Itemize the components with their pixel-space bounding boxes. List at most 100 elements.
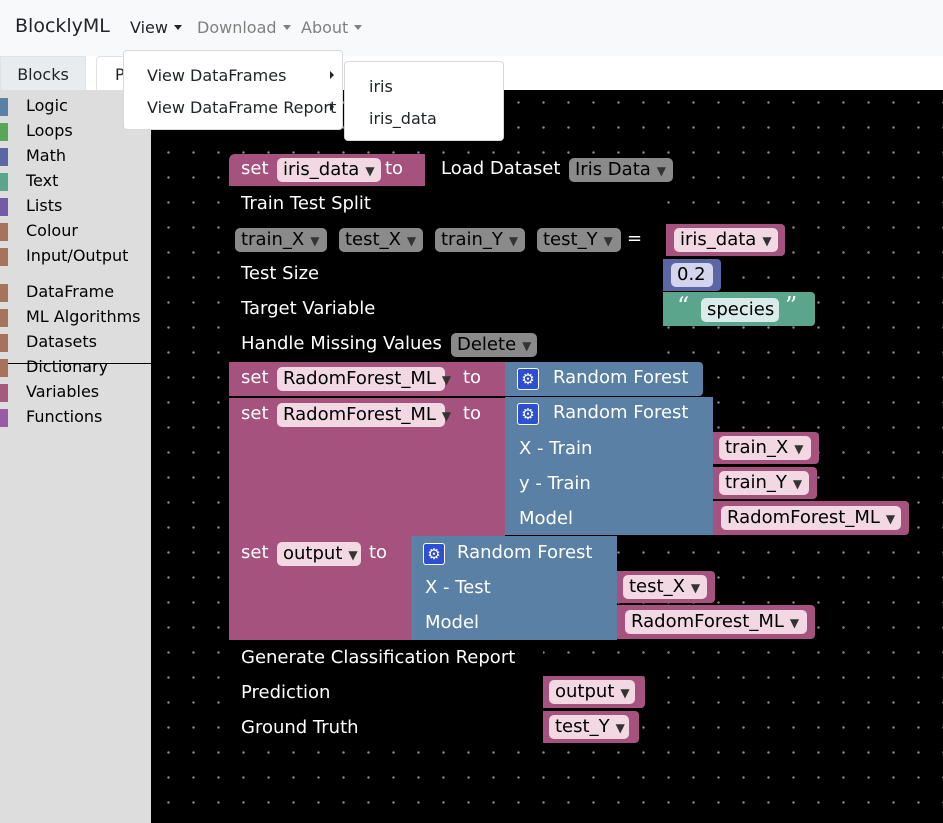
load-dataset-label: Load Dataset: [441, 158, 561, 179]
dataset-dropdown[interactable]: Iris Data▼: [569, 158, 673, 182]
random-forest-block-1[interactable]: ⚙ Random Forest: [505, 362, 703, 396]
tab-blocks[interactable]: Blocks: [0, 56, 86, 90]
var-name: test_X: [345, 229, 401, 250]
test-y-variable-block[interactable]: test_Y▼: [543, 711, 639, 743]
missing-values-dropdown[interactable]: Delete▼: [451, 333, 537, 357]
category-swatch: [0, 173, 8, 191]
toolbox-category-input-output[interactable]: Input/Output: [0, 246, 151, 268]
toolbox-category-datasets[interactable]: Datasets: [0, 332, 151, 354]
toolbox-category-logic[interactable]: Logic: [0, 96, 151, 118]
tts-title: Train Test Split: [241, 193, 371, 214]
dropdown-arrow-icon: ▼: [603, 234, 613, 248]
random-forest-predict-block[interactable]: ⚙ Random Forest X - Test Model: [411, 536, 617, 640]
variable-dropdown[interactable]: RadomForest_ML▼: [277, 367, 451, 391]
gear-icon[interactable]: ⚙: [517, 403, 539, 425]
iris-data-variable-block[interactable]: iris_data▼: [666, 224, 785, 256]
toolbox-category-colour[interactable]: Colour: [0, 221, 151, 243]
set-output-block[interactable]: set output▼ to: [229, 536, 411, 640]
model-label: Model: [425, 612, 480, 633]
text-field[interactable]: species: [701, 298, 779, 322]
variable-name: RadomForest_ML: [283, 404, 436, 425]
to-keyword: to: [463, 403, 482, 424]
target-text-block[interactable]: “ species ”: [663, 292, 815, 326]
test-x-variable-block[interactable]: test_X▼: [617, 571, 715, 603]
number-field[interactable]: 0.2: [671, 263, 713, 287]
load-dataset-block[interactable]: Load Dataset Iris Data▼: [425, 154, 679, 186]
toolbox-category-dataframe[interactable]: DataFrame: [0, 282, 151, 304]
gear-icon[interactable]: ⚙: [423, 543, 445, 565]
train-test-split-block[interactable]: Train Test Split train_X▼ test_X ▼ train_…: [229, 186, 666, 360]
variable-dropdown[interactable]: test_X▼: [623, 575, 707, 599]
random-forest-train-block[interactable]: ⚙ Random Forest X - Train y - Train Mode…: [505, 397, 713, 535]
x-test-label: X - Test: [425, 577, 491, 598]
model-variable-block[interactable]: RadomForest_ML▼: [713, 501, 909, 535]
train-x-variable-block[interactable]: train_X▼: [713, 432, 819, 464]
toolbox-category-functions[interactable]: Functions: [0, 407, 151, 429]
test-x-dropdown[interactable]: test_X ▼: [339, 228, 423, 252]
navbar: BlocklyML View Download About: [0, 0, 943, 56]
toolbox-category-ml-algorithms[interactable]: ML Algorithms: [0, 307, 151, 329]
handle-missing-label: Handle Missing Values: [241, 333, 442, 354]
dropdown-arrow-icon: ▼: [656, 164, 667, 178]
category-swatch: [0, 248, 8, 266]
dropdown-arrow-icon: ▼: [690, 581, 701, 595]
dropdown-arrow-icon: ▼: [310, 234, 320, 248]
brand-title[interactable]: BlocklyML: [15, 15, 110, 37]
download-menu[interactable]: Download: [197, 18, 291, 37]
target-variable-label: Target Variable: [241, 298, 376, 319]
set-keyword: set: [241, 403, 269, 424]
category-swatch: [0, 198, 8, 216]
category-swatch: [0, 334, 8, 352]
gear-icon[interactable]: ⚙: [517, 368, 539, 390]
variable-dropdown[interactable]: output▼: [277, 542, 361, 566]
variable-dropdown[interactable]: output▼: [549, 680, 635, 704]
blockly-workspace[interactable]: set iris_data▼ to Load Dataset Iris Data…: [151, 90, 943, 823]
variable-dropdown[interactable]: iris_data▼: [277, 158, 381, 182]
set-rf-block-1[interactable]: set RadomForest_ML▼ to: [229, 362, 505, 396]
category-label: Variables: [26, 382, 100, 401]
toolbox-category-variables[interactable]: Variables: [0, 382, 151, 404]
train-y-variable-block[interactable]: train_Y▼: [713, 467, 817, 499]
toolbox-category-loops[interactable]: Loops: [0, 121, 151, 143]
toolbox-category-text[interactable]: Text: [0, 171, 151, 193]
test-y-dropdown[interactable]: test_Y▼: [537, 228, 621, 252]
view-menu[interactable]: View: [130, 18, 182, 37]
category-label: ML Algorithms: [26, 307, 141, 326]
menu-item-view-dataframe-report[interactable]: View DataFrame Report: [147, 98, 337, 117]
variable-dropdown[interactable]: RadomForest_ML▼: [721, 506, 901, 530]
set-iris-data-block[interactable]: set iris_data▼ to: [229, 154, 425, 186]
variable-dropdown[interactable]: train_Y▼: [719, 471, 809, 495]
dropdown-arrow-icon: ▼: [406, 234, 417, 248]
output-variable-block[interactable]: output▼: [543, 676, 645, 708]
about-menu[interactable]: About: [301, 18, 363, 37]
toolbox-category-dictionary[interactable]: Dictionary: [0, 357, 151, 379]
set-rf-block-2[interactable]: set RadomForest_ML▼ to: [229, 398, 505, 536]
test-size-number-block[interactable]: 0.2: [663, 259, 721, 291]
submenu-item-iris-data[interactable]: iris_data: [369, 109, 437, 128]
dropdown-arrow-icon: ▼: [792, 477, 803, 491]
about-menu-label: About: [301, 18, 349, 37]
category-label: Loops: [26, 121, 73, 140]
submenu-item-iris[interactable]: iris: [369, 77, 393, 96]
model-variable-block[interactable]: RadomForest_ML▼: [617, 605, 815, 639]
variable-dropdown[interactable]: iris_data▼: [674, 228, 778, 252]
view-menu-label: View: [130, 18, 168, 37]
x-train-label: X - Train: [519, 438, 593, 459]
toolbox-category-math[interactable]: Math: [0, 146, 151, 168]
var-name: train_Y: [441, 229, 503, 250]
variable-dropdown[interactable]: RadomForest_ML▼: [625, 610, 807, 634]
variable-dropdown[interactable]: RadomForest_ML▼: [277, 403, 451, 427]
menu-item-view-dataframes[interactable]: View DataFrames: [147, 66, 287, 85]
prediction-label: Prediction: [241, 682, 331, 703]
test-size-label: Test Size: [241, 263, 320, 284]
variable-dropdown[interactable]: test_Y▼: [549, 715, 629, 739]
train-x-dropdown[interactable]: train_X▼: [235, 228, 327, 252]
to-keyword: to: [463, 367, 482, 388]
classification-report-block[interactable]: Generate Classification Report Predictio…: [229, 640, 543, 744]
variable-name: iris_data: [680, 229, 757, 250]
chevron-down-icon: [282, 25, 291, 30]
toolbox-category-lists[interactable]: Lists: [0, 196, 151, 218]
train-y-dropdown[interactable]: train_Y▼: [435, 228, 525, 252]
variable-dropdown[interactable]: train_X▼: [719, 436, 811, 460]
random-forest-label: Random Forest: [553, 367, 689, 388]
